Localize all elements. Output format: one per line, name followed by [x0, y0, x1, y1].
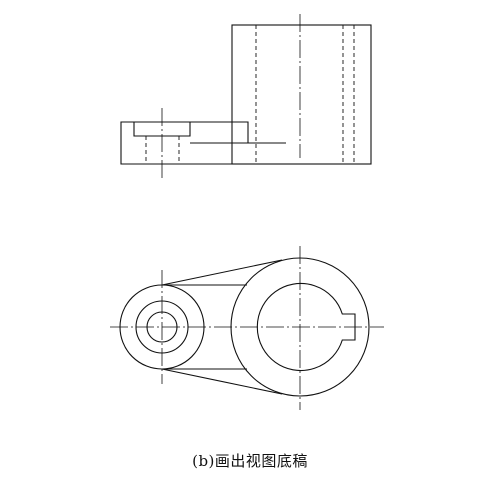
top-view-tangent-bottom	[161, 368, 283, 395]
front-view-cylinder-outline	[231, 24, 372, 165]
top-view-bore-with-keyway	[256, 282, 356, 372]
front-view	[120, 14, 372, 178]
top-view-tangent-top	[161, 259, 283, 286]
figure-caption: (b)画出视图底稿	[192, 452, 308, 470]
top-view	[110, 246, 384, 410]
